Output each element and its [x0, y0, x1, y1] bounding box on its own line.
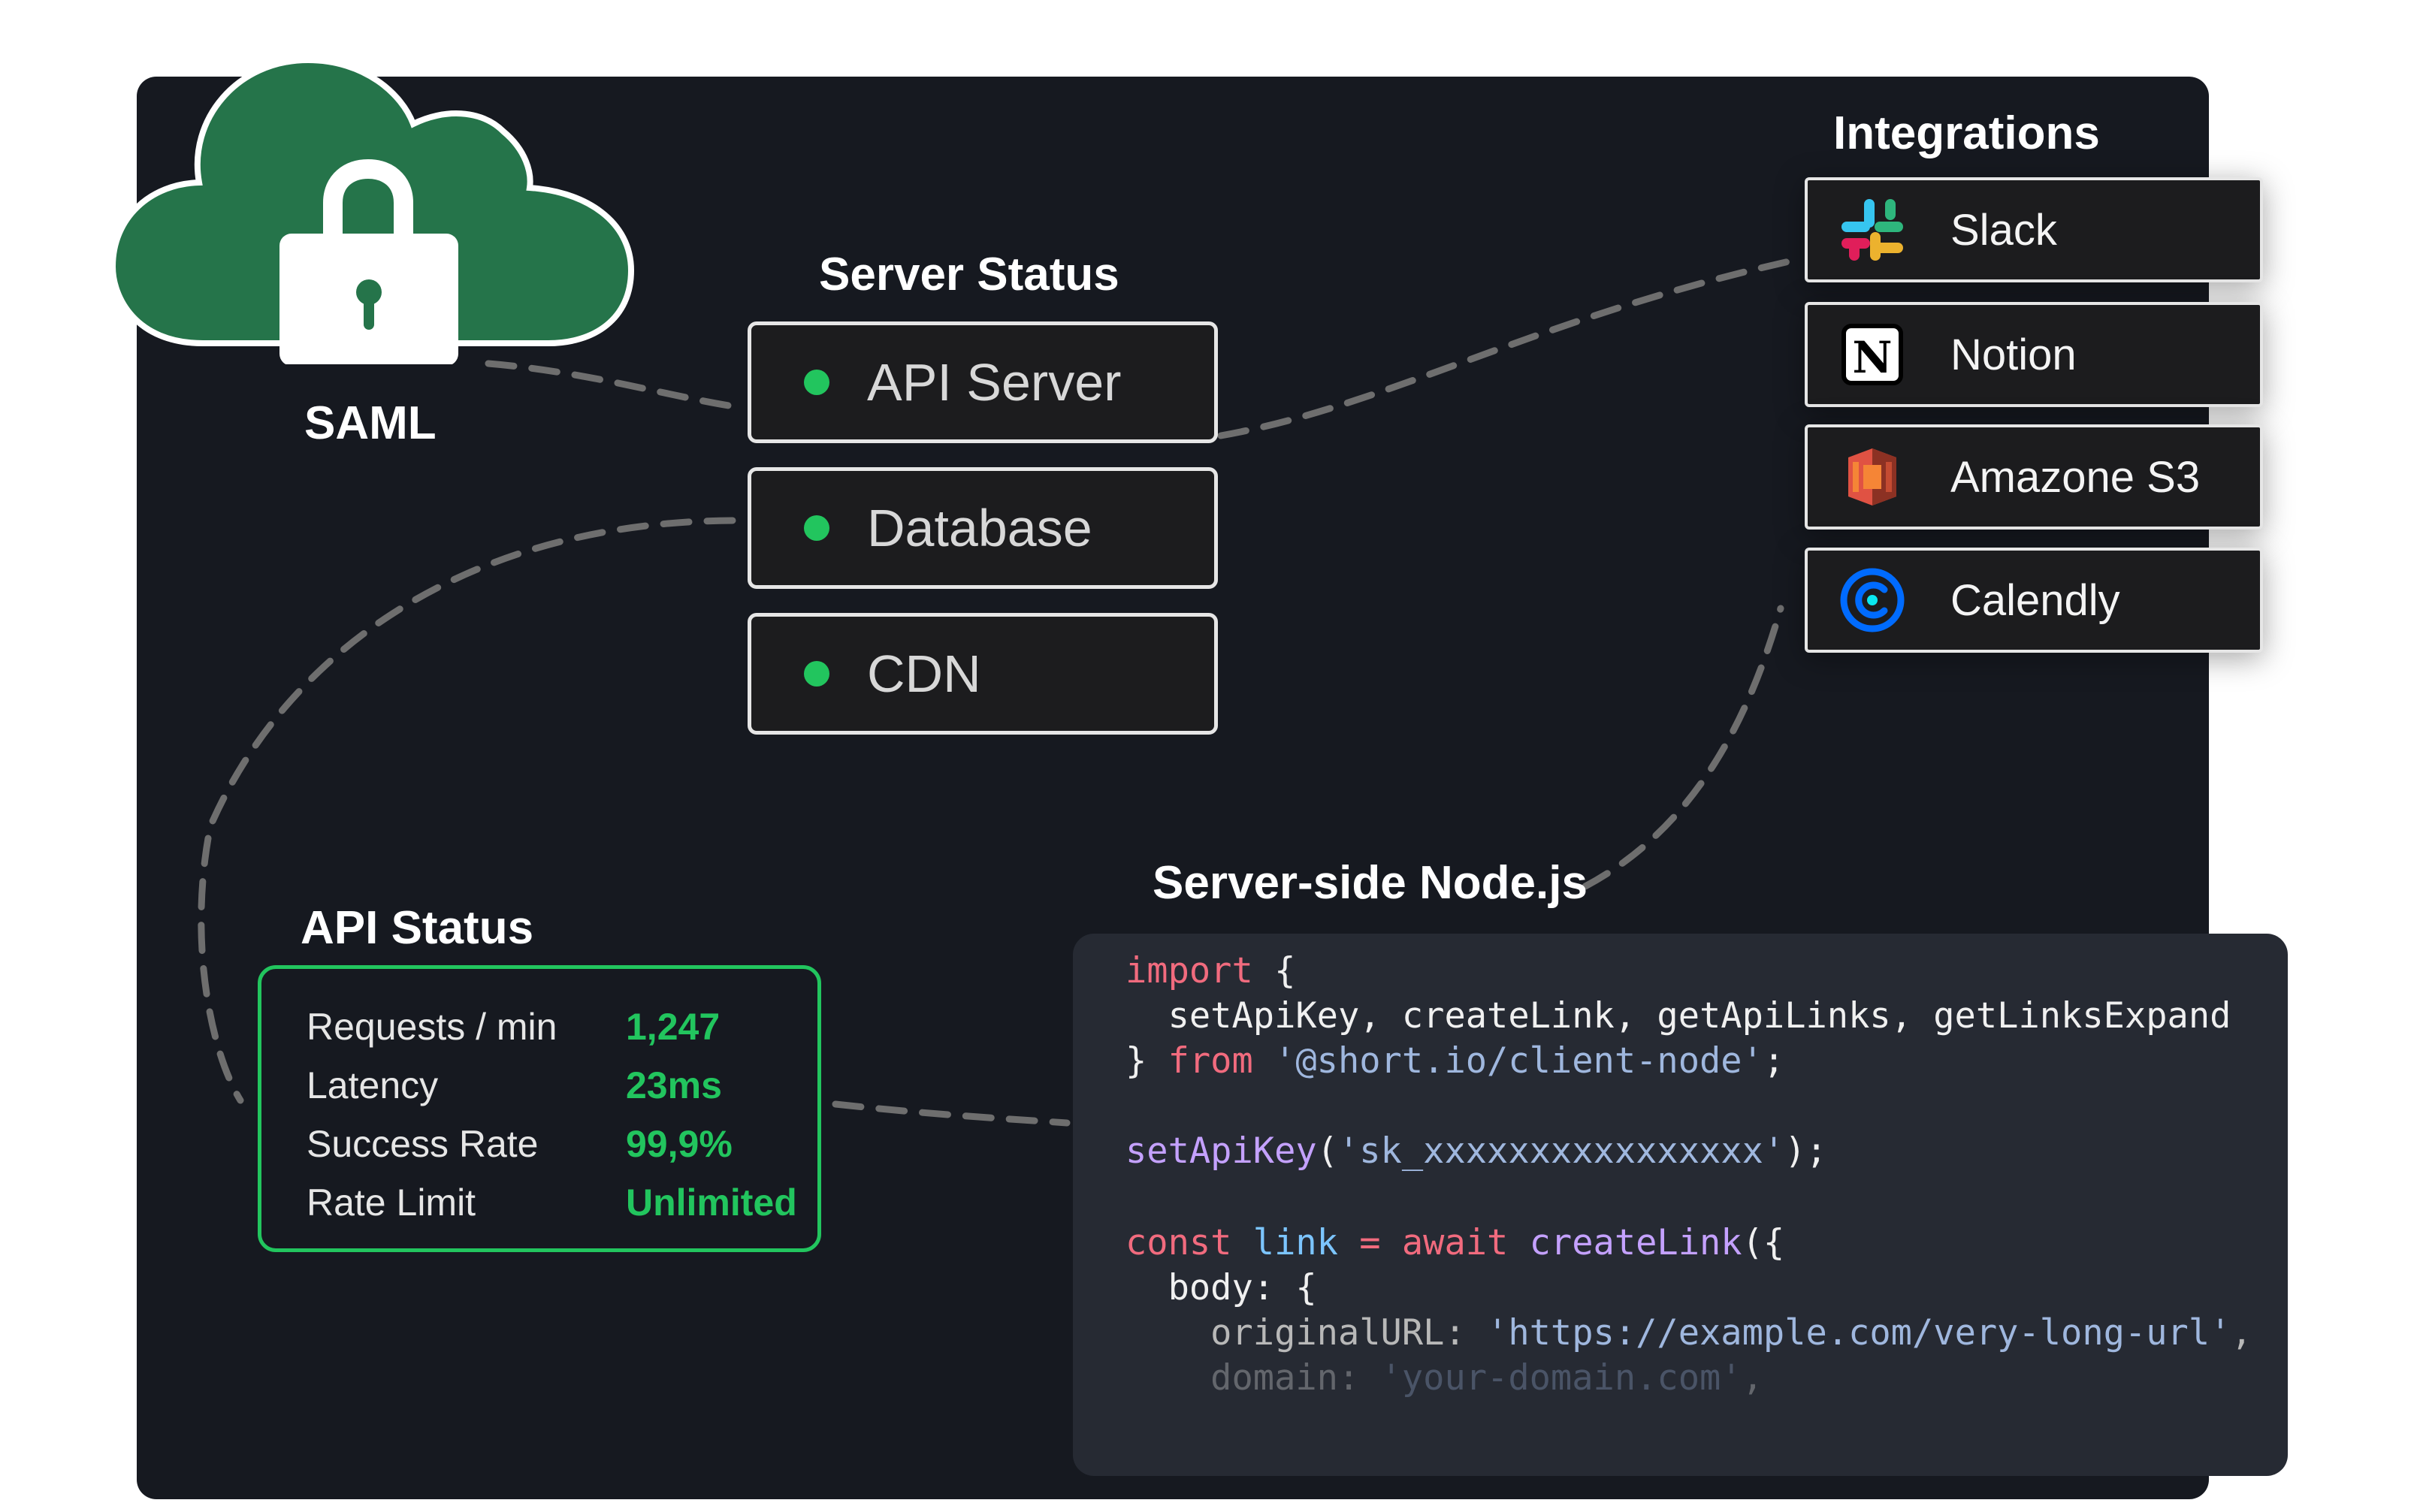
server-item-cdn[interactable]: CDN	[748, 613, 1218, 735]
api-row-value: 99,9%	[626, 1123, 733, 1165]
cloud-shape	[109, 56, 635, 346]
calendly-icon	[1836, 564, 1908, 636]
api-row-value: 1,247	[626, 1006, 721, 1048]
integration-calendly[interactable]: Calendly	[1805, 548, 2263, 653]
saml-label: SAML	[304, 397, 437, 449]
api-row-rate-limit: Rate Limit	[307, 1181, 476, 1224]
integration-amazon-s3[interactable]: Amazone S3	[1805, 424, 2263, 530]
code-line: body: {	[1125, 1267, 1317, 1308]
integration-notion[interactable]: N Notion	[1805, 302, 2263, 407]
integration-label: Calendly	[1950, 575, 2120, 625]
status-dot-online	[804, 661, 829, 687]
server-status-title: Server Status	[819, 249, 1119, 300]
code-line: setApiKey('sk_xxxxxxxxxxxxxxxx');	[1125, 1130, 1827, 1172]
api-row-requests: Requests / min	[307, 1005, 557, 1049]
api-row-latency: Latency	[307, 1064, 438, 1107]
code-snippet-panel: import { setApiKey, createLink, getApiLi…	[1073, 934, 2288, 1476]
api-status-card: Requests / min 1,247 Latency 23ms Succes…	[258, 965, 821, 1252]
api-row-key: Latency	[307, 1064, 439, 1106]
server-item-database[interactable]: Database	[748, 467, 1218, 589]
server-item-label: API Server	[867, 353, 1122, 412]
integration-label: Amazone S3	[1950, 452, 2201, 502]
svg-text:N: N	[1852, 332, 1892, 383]
api-row-key: Requests / min	[307, 1006, 557, 1048]
integration-label: Notion	[1950, 330, 2077, 379]
code-line: originalURL: 'https://example.com/very-l…	[1125, 1312, 2252, 1354]
code-line: domain: 'your-domain.com',	[1125, 1357, 1763, 1399]
connector-database-api-status	[198, 517, 736, 1104]
integration-label: Slack	[1950, 205, 2057, 255]
api-status-title: API Status	[301, 902, 534, 954]
code-line: } from '@short.io/client-node';	[1125, 1040, 1785, 1082]
integration-slack[interactable]: Slack	[1805, 177, 2263, 282]
server-item-api-server[interactable]: API Server	[748, 321, 1218, 443]
integrations-title: Integrations	[1833, 107, 2100, 159]
status-dot-online	[804, 515, 829, 541]
code-title: Server-side Node.js	[1153, 857, 1588, 909]
api-row-value: 23ms	[626, 1064, 722, 1106]
saml-cloud-icon	[109, 56, 635, 364]
connector-api-server-integrations	[1217, 255, 1803, 439]
server-item-label: Database	[867, 499, 1092, 557]
server-item-label: CDN	[867, 644, 981, 703]
code-line: setApiKey, createLink, getApiLinks, getL…	[1125, 995, 2231, 1037]
api-row-key: Success Rate	[307, 1123, 539, 1165]
slack-icon	[1836, 194, 1908, 266]
code-line: import {	[1125, 950, 1296, 991]
code-line: const link = await createLink({	[1125, 1222, 1785, 1263]
api-row-value: Unlimited	[626, 1182, 797, 1224]
connector-saml-api-server	[485, 360, 733, 409]
connector-api-status-code	[832, 1100, 1071, 1127]
amazon-s3-icon	[1836, 441, 1908, 513]
api-row-key: Rate Limit	[307, 1182, 476, 1224]
lock-shackle	[323, 158, 413, 237]
lock-keyhole	[356, 279, 382, 305]
notion-icon: N	[1836, 318, 1908, 391]
status-dot-online	[804, 370, 829, 395]
connector-code-integrations	[1582, 605, 1784, 890]
api-row-success-rate: Success Rate	[307, 1122, 538, 1166]
